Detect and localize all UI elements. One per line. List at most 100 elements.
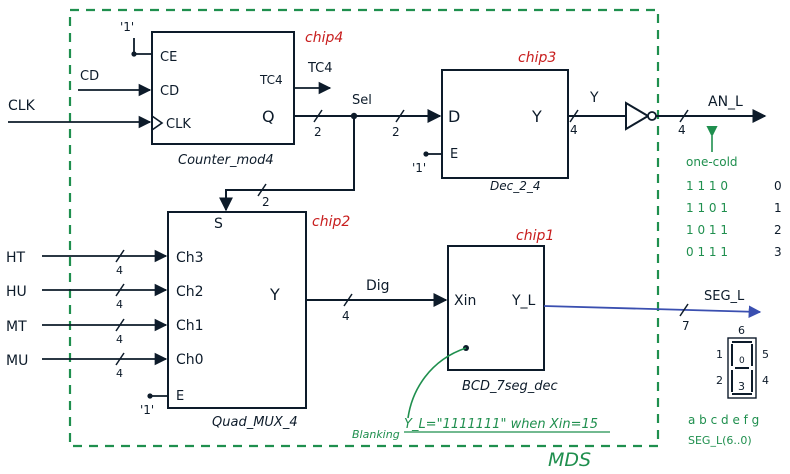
one-cold-row-2-bits: 1 0 1 1 xyxy=(686,223,728,237)
counter-ce-wire xyxy=(133,38,152,55)
mux-input-mt[interactable] xyxy=(42,318,168,332)
mt-signal-label: MT xyxy=(6,319,27,335)
mux-chip-name: chip2 xyxy=(312,214,350,230)
mds-label: MDS xyxy=(548,449,591,471)
decoder-chip[interactable] xyxy=(441,69,569,179)
tc4-signal-label: TC4 xyxy=(307,61,333,76)
inverter-bubble xyxy=(647,111,657,121)
clk-signal-label: CLK xyxy=(8,98,36,114)
decoder-y-pin: Y xyxy=(531,107,542,126)
mux-e-pin: E xyxy=(176,389,184,404)
counter-ce-pin: CE xyxy=(160,50,177,65)
decoder-e-pin: E xyxy=(450,147,458,162)
q-bus-slash xyxy=(313,109,323,123)
counter-ce-tie: '1' xyxy=(120,20,134,34)
ht-signal-label: HT xyxy=(6,250,26,266)
decoder-caption: Dec_2_4 xyxy=(490,179,541,193)
seven-seg-bottom-index: 3 xyxy=(738,380,745,393)
seg-range: SEG_L(6..0) xyxy=(688,434,752,447)
sel-dec-bus-width: 2 xyxy=(392,125,400,139)
an-l-bus-slash xyxy=(679,109,689,123)
mux-caption: Quad_MUX_4 xyxy=(212,415,298,430)
an-l-bus-width: 4 xyxy=(678,123,686,137)
one-cold-row-2-index: 2 xyxy=(774,223,782,237)
blanking-label: Blanking xyxy=(352,428,400,441)
mu-bus-width: 4 xyxy=(116,367,123,380)
counter-ce-dot xyxy=(131,51,137,57)
bcd-chip-name: chip1 xyxy=(516,228,554,244)
mux-e-tie: '1' xyxy=(140,403,154,417)
ht-bus-width: 4 xyxy=(116,264,123,277)
counter-cd-pin: CD xyxy=(160,84,179,99)
counter-chip[interactable] xyxy=(151,31,295,145)
seg-l-bus-width: 7 xyxy=(682,319,690,333)
sel-mux-bus-width: 2 xyxy=(262,195,270,209)
dig-signal-label: Dig xyxy=(366,278,390,294)
sel-mux-bus-slash xyxy=(257,183,267,197)
dig-bus-slash xyxy=(343,293,353,307)
one-cold-title: one-cold xyxy=(686,155,738,169)
seg-l-wire[interactable] xyxy=(543,305,762,318)
seven-seg-top-index: 6 xyxy=(738,324,745,337)
inverter-buffer xyxy=(625,101,650,131)
seven-seg-right-low-index: 4 xyxy=(762,374,769,387)
q-bus-width: 2 xyxy=(314,125,322,139)
one-cold-row-1-index: 1 xyxy=(774,201,782,215)
dec-y-bus-width: 4 xyxy=(570,123,578,137)
an-l-signal-label: AN_L xyxy=(708,94,743,110)
hu-bus-width: 4 xyxy=(116,298,123,311)
sel-dec-bus-slash xyxy=(395,109,405,123)
decoder-e-tie: '1' xyxy=(412,161,426,175)
dec-y-signal-label: Y xyxy=(589,90,599,106)
decoder-e-dot xyxy=(423,151,429,157)
one-cold-row-3-bits: 0 1 1 1 xyxy=(686,245,728,259)
mux-ch1-pin: Ch1 xyxy=(176,318,204,334)
seven-seg-right-index: 5 xyxy=(762,348,769,361)
dec-y-bus-slash xyxy=(569,109,579,123)
seven-seg-left-index: 1 xyxy=(716,348,723,361)
seven-seg-middle-index: 0 xyxy=(739,356,745,366)
counter-clk-pin: CLK xyxy=(166,117,191,132)
one-cold-row-3-index: 3 xyxy=(774,245,782,259)
counter-q-pin: Q xyxy=(262,107,275,126)
seven-seg-left-low-index: 2 xyxy=(716,374,723,387)
dig-bus-width: 4 xyxy=(342,309,350,323)
seven-seg-outline xyxy=(727,337,757,399)
counter-clock-triangle xyxy=(151,115,164,131)
mds-boundary xyxy=(68,8,660,448)
sel-signal-label: Sel xyxy=(352,93,372,108)
mux-input-hu[interactable] xyxy=(42,283,168,297)
seg-l-bus-slash xyxy=(679,303,689,317)
seg-letters: a b c d e f g xyxy=(688,413,759,427)
one-cold-row-0-index: 0 xyxy=(774,179,782,193)
counter-caption: Counter_mod4 xyxy=(178,153,274,168)
mu-signal-label: MU xyxy=(6,353,28,369)
bcd-xin-pin: Xin xyxy=(454,293,476,309)
mux-ch3-pin: Ch3 xyxy=(176,250,204,266)
blanking-rule: Y_L="1111111" when Xin=15 xyxy=(404,417,598,432)
mux-y-pin: Y xyxy=(269,285,280,304)
seg-l-signal-label: SEG_L xyxy=(704,289,745,304)
mux-ch2-pin: Ch2 xyxy=(176,284,204,300)
decoder-d-pin: D xyxy=(448,107,460,126)
bcd-yl-pin: Y_L xyxy=(511,293,536,309)
cd-signal-label: CD xyxy=(80,69,99,84)
bcd-caption: BCD_7seg_dec xyxy=(462,379,558,394)
mux-input-mu[interactable] xyxy=(42,352,168,366)
hu-signal-label: HU xyxy=(6,284,27,300)
mux-input-ht[interactable] xyxy=(42,249,168,263)
decoder-chip-name: chip3 xyxy=(518,50,556,66)
one-cold-row-1-bits: 1 1 0 1 xyxy=(686,201,728,215)
counter-chip-name: chip4 xyxy=(305,30,343,46)
mux-s-pin: S xyxy=(214,216,223,232)
sel-to-mux-wire[interactable] xyxy=(219,116,355,212)
mux-ch0-pin: Ch0 xyxy=(176,352,204,368)
blanking-pointer xyxy=(407,347,467,419)
mt-bus-width: 4 xyxy=(116,333,123,346)
counter-tc4-pin: TC4 xyxy=(259,73,283,87)
one-cold-row-0-bits: 1 1 1 0 xyxy=(686,179,728,193)
mux-chip[interactable] xyxy=(167,211,307,409)
mux-e-dot xyxy=(147,393,153,399)
